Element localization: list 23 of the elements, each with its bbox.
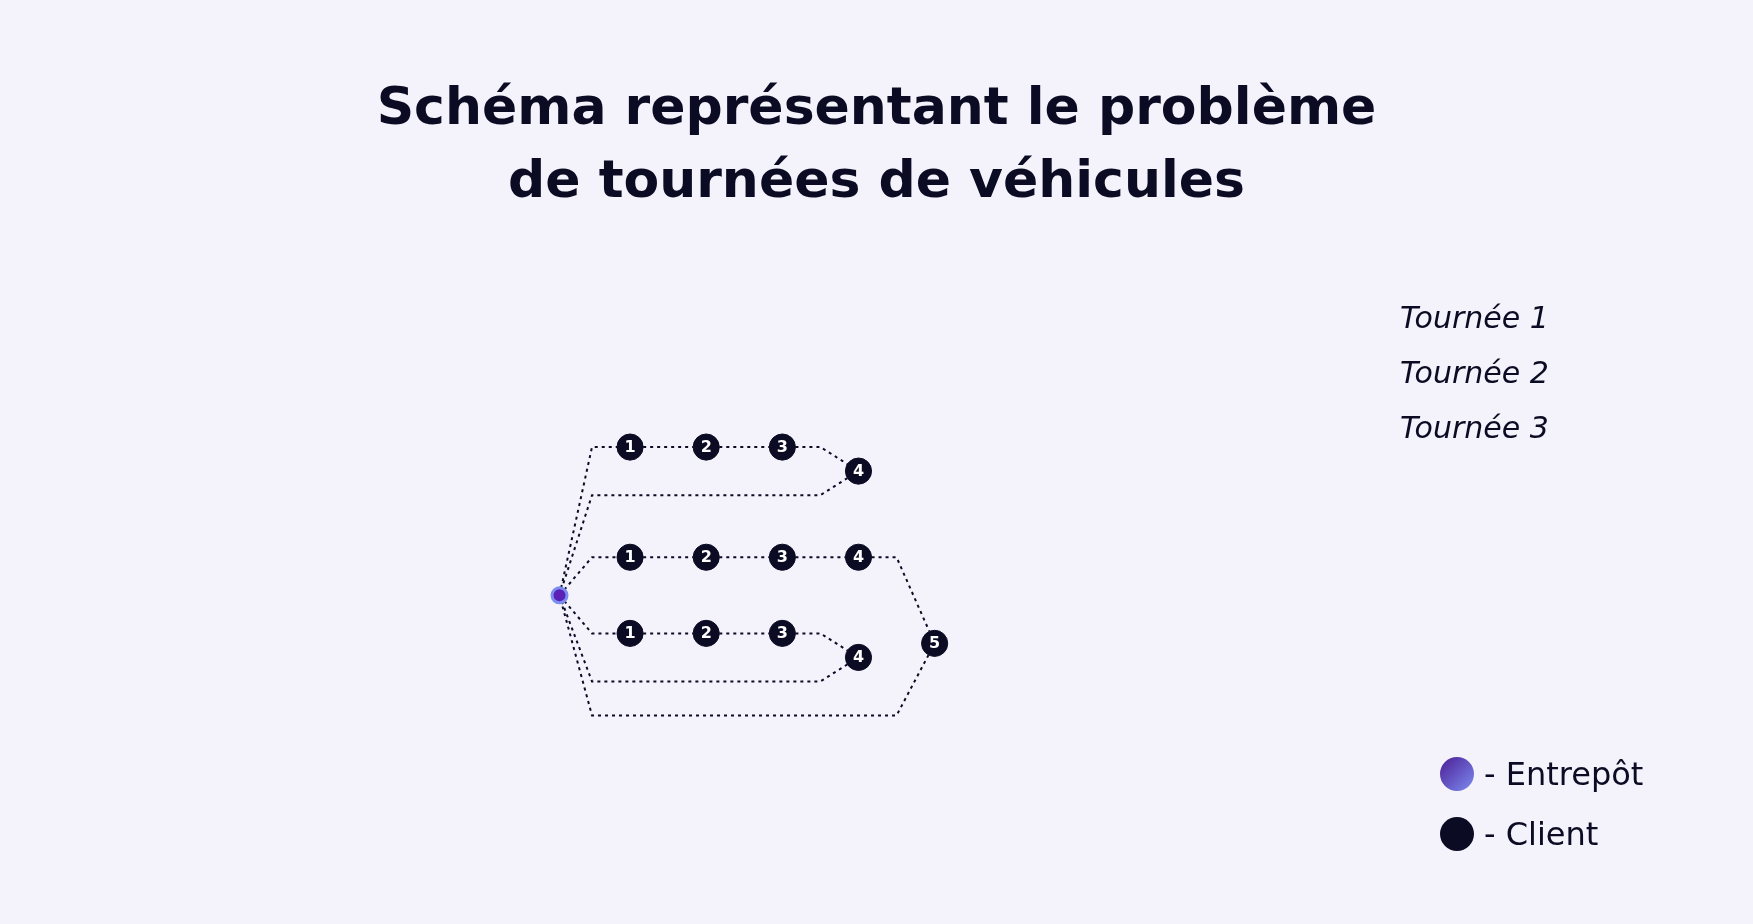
- node-circle: 2: [692, 620, 720, 648]
- node-circle: 3: [768, 433, 797, 461]
- legend-text: - Entrepôt: [1484, 755, 1644, 793]
- node-circle: 1: [616, 433, 644, 461]
- diagram-title: Schéma représentant le problème de tournées de véhicules: [376, 75, 1377, 211]
- tour-label: Tournée 2: [1400, 355, 1549, 390]
- node-circle: 3: [768, 620, 797, 648]
- node-circle: 3: [768, 543, 797, 572]
- node-circle: 4: [845, 457, 873, 485]
- node-circle: 1: [616, 543, 644, 572]
- node-circle: 1: [616, 620, 644, 648]
- tour-label: Tournée 3: [1400, 410, 1549, 445]
- tour-label: Tournée 1: [1400, 300, 1549, 335]
- node-circle: 2: [692, 433, 720, 461]
- node-circle: [550, 586, 569, 605]
- connector: [560, 601, 930, 717]
- node-circle: 2: [692, 543, 720, 572]
- node-circle: 4: [845, 543, 873, 572]
- node-circle: 4: [845, 644, 873, 672]
- connector: [560, 477, 849, 590]
- legend-text: - Client: [1484, 815, 1599, 853]
- connector: [561, 601, 849, 683]
- node-circle: 5: [921, 630, 949, 658]
